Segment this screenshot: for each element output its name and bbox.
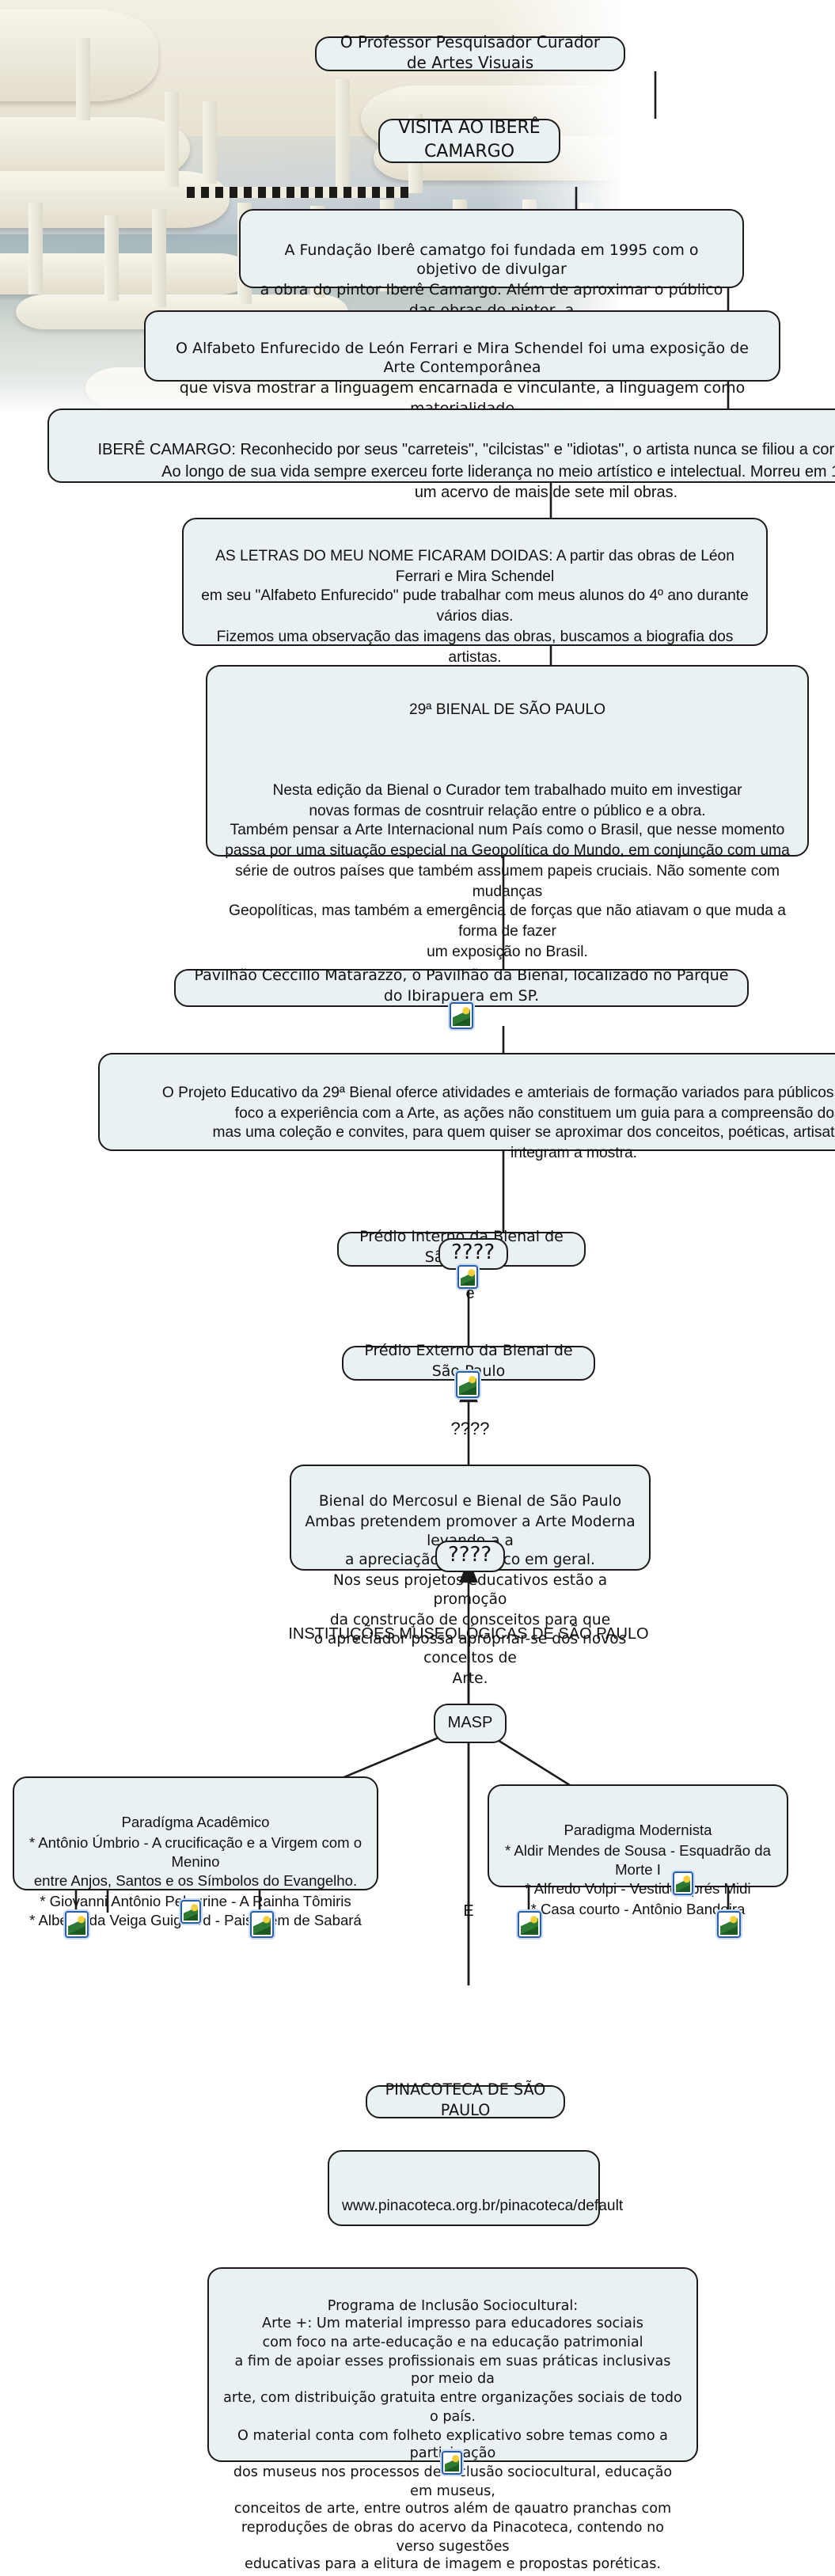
image-attachment-icon-modernista[interactable] bbox=[673, 1871, 693, 1895]
image-attachment-icon-mod-1[interactable] bbox=[518, 1911, 541, 1938]
node-paradigma-academico[interactable]: Paradígma Acadêmico * Antônio Úmbrio - A… bbox=[13, 1776, 378, 1928]
node-predio-externo-label: Prédio Externo da Bienal de São Paulo bbox=[364, 1343, 573, 1381]
node-pinacoteca-url[interactable]: www.pinacoteca.org.br/pinacoteca/default bbox=[328, 2150, 623, 2226]
image-attachment-icon-programa[interactable] bbox=[442, 2451, 462, 2475]
node-bienal-sao-paulo[interactable]: 29ª BIENAL DE SÃO PAULO Nesta edição da … bbox=[206, 665, 809, 961]
node-professor-curador[interactable]: O Professor Pesquisador Curador de Artes… bbox=[315, 34, 625, 73]
edge-question-mark-2-label: ???? bbox=[450, 1420, 490, 1439]
node-ibere-camargo-bio-text: IBERÊ CAMARGO: Reconhecido por seus "car… bbox=[97, 442, 835, 502]
node-visita-ibere-label: VISITA AO IBERÊ CAMARGO bbox=[398, 117, 541, 161]
node-pinacoteca-label: PINACOTECA DE SÃO PAULO bbox=[385, 2081, 546, 2120]
node-programa-inclusao[interactable]: Programa de Inclusão Sociocultural: Arte… bbox=[207, 2267, 698, 2574]
node-pavilhao-matarazzo[interactable]: Pavilhão Ceccillo Matarazzo, o Pavilhão … bbox=[174, 967, 749, 1007]
node-bienal-sao-paulo-title: 29ª BIENAL DE SÃO PAULO bbox=[408, 701, 606, 719]
node-visita-ibere[interactable]: VISITA AO IBERÊ CAMARGO bbox=[378, 117, 560, 163]
node-paradigma-modernista[interactable]: Paradigma Modernista * Aldir Mendes de S… bbox=[488, 1784, 788, 1917]
image-attachment-icon-mod-2[interactable] bbox=[717, 1911, 741, 1938]
node-paradigma-modernista-text: Paradigma Modernista * Aldir Mendes de S… bbox=[505, 1822, 771, 1917]
edge-question-mark-3[interactable]: ???? bbox=[435, 1541, 505, 1572]
label-instituicoes-museologicas: INSTITUÇÕES MUSEOLÓGICAS DE SÃO PAULO bbox=[247, 1626, 690, 1643]
node-programa-inclusao-text: Programa de Inclusão Sociocultural: Arte… bbox=[223, 2298, 682, 2574]
image-attachment-icon-predio-externo[interactable] bbox=[456, 1371, 480, 1398]
node-predio-externo[interactable]: Prédio Externo da Bienal de São Paulo bbox=[342, 1343, 595, 1381]
node-professor-curador-label: O Professor Pesquisador Curador de Artes… bbox=[340, 34, 601, 73]
node-letras-doidas[interactable]: AS LETRAS DO MEU NOME FICARAM DOIDAS: A … bbox=[182, 518, 768, 747]
edge-label-e-lower-text: e bbox=[465, 1286, 475, 1303]
edge-label-e-lower: e bbox=[456, 1286, 484, 1303]
node-projeto-educativo-text: O Projeto Educativo da 29ª Bienal oferce… bbox=[161, 1084, 835, 1163]
node-pinacoteca[interactable]: PINACOTECA DE SÃO PAULO bbox=[366, 2082, 565, 2119]
edge-label-E-masp-text: E bbox=[463, 1903, 474, 1921]
edge-question-mark-1-label: ???? bbox=[451, 1241, 495, 1265]
node-alfabeto-enfurecido[interactable]: O Alfabeto Enfurecido de León Ferrari e … bbox=[144, 310, 780, 458]
image-attachment-icon-pavilhao[interactable] bbox=[450, 1002, 473, 1029]
node-ibere-camargo-bio[interactable]: IBERÊ CAMARGO: Reconhecido por seus "car… bbox=[47, 408, 835, 502]
image-attachment-icon-acad-3[interactable] bbox=[250, 1911, 274, 1938]
node-projeto-educativo[interactable]: O Projeto Educativo da 29ª Bienal oferce… bbox=[98, 1053, 835, 1162]
edge-question-mark-3-label: ???? bbox=[448, 1544, 492, 1567]
node-masp[interactable]: MASP bbox=[434, 1704, 507, 1743]
node-bienal-sao-paulo-text: Nesta edição da Bienal o Curador tem tra… bbox=[225, 781, 790, 961]
image-attachment-icon-acad-2[interactable] bbox=[180, 1900, 201, 1924]
node-fundacao-ibere[interactable]: A Fundação Iberê camatgo foi fundada em … bbox=[239, 209, 744, 379]
label-instituicoes-museologicas-text: INSTITUÇÕES MUSEOLÓGICAS DE SÃO PAULO bbox=[288, 1626, 649, 1643]
image-attachment-icon-acad-1[interactable] bbox=[65, 1911, 89, 1938]
node-pavilhao-matarazzo-label: Pavilhão Ceccillo Matarazzo, o Pavilhão … bbox=[194, 967, 729, 1005]
node-bienal-mercosul-text: Bienal do Mercosul e Bienal de São Paulo… bbox=[305, 1493, 636, 1688]
edge-label-E-masp: E bbox=[453, 1903, 484, 1921]
edge-question-mark-2[interactable]: ???? bbox=[437, 1420, 503, 1439]
node-masp-label: MASP bbox=[447, 1714, 493, 1732]
node-pinacoteca-url-text: www.pinacoteca.org.br/pinacoteca/default bbox=[342, 2197, 624, 2215]
image-attachment-icon-predio-interno[interactable] bbox=[457, 1265, 478, 1289]
